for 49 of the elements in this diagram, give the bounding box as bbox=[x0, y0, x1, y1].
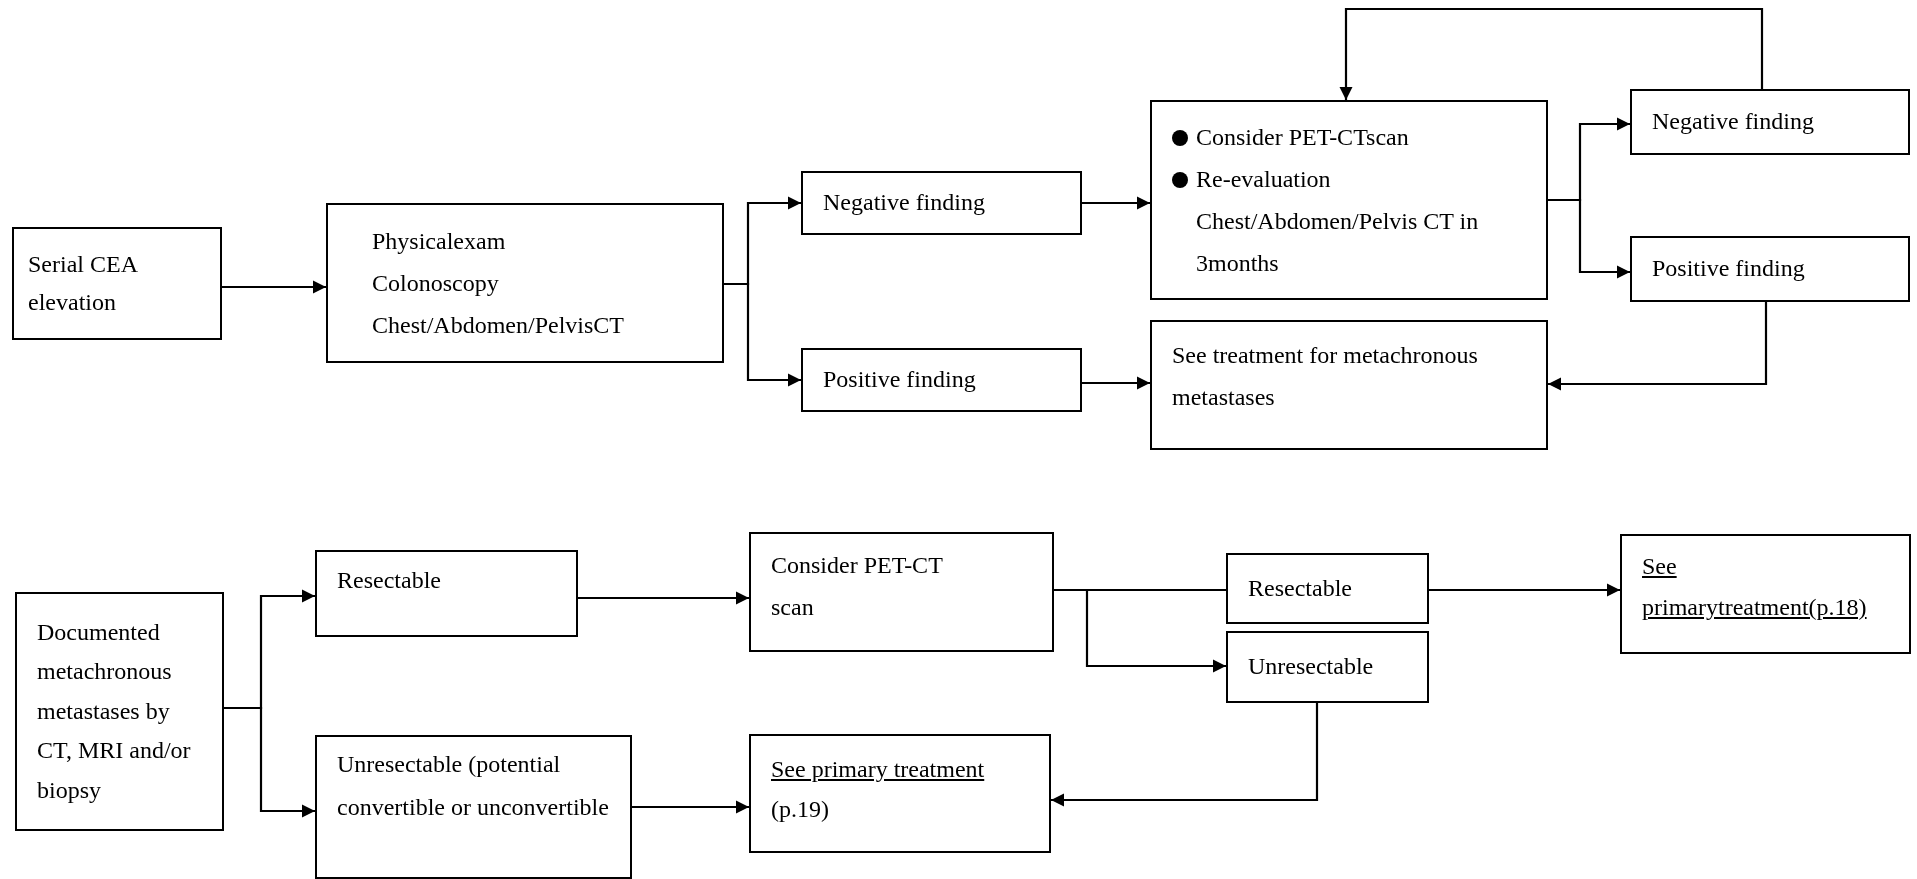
process-box bbox=[315, 735, 632, 879]
box-label: Colonoscopy bbox=[372, 269, 499, 298]
arrow bbox=[1082, 376, 1150, 390]
process-box bbox=[326, 203, 724, 363]
box-label: Physicalexam bbox=[372, 227, 506, 256]
box-label: Documented metachronous metastases by CT, MRI and/or biopsy bbox=[37, 617, 192, 805]
box-label: Serial CEA elevation bbox=[28, 250, 139, 317]
arrow bbox=[632, 800, 749, 814]
process-box bbox=[1226, 631, 1429, 703]
box-label: See treatment for metachronous metastases bbox=[1172, 341, 1479, 412]
process-box bbox=[1630, 89, 1910, 155]
process-box bbox=[801, 348, 1082, 412]
link-text: See primarytreatment(p.18) bbox=[1642, 552, 1868, 622]
bullet-item: Consider PET-CTscan bbox=[1166, 116, 1409, 158]
box-label: Consider PET-CT scan bbox=[771, 551, 944, 622]
arrow bbox=[1548, 302, 1768, 391]
arrow bbox=[222, 280, 326, 294]
arrow bbox=[1339, 7, 1764, 100]
arrow bbox=[1429, 583, 1620, 597]
box-label: Unresectable (potential convertible or unconvertible bbox=[337, 750, 610, 823]
box-label: Negative finding bbox=[1652, 107, 1814, 137]
box-label: Positive finding bbox=[1652, 254, 1805, 284]
process-box bbox=[1150, 320, 1548, 450]
box-label: (p.19) bbox=[771, 794, 829, 824]
process-box bbox=[801, 171, 1082, 235]
arrow bbox=[578, 591, 749, 605]
process-box bbox=[15, 592, 224, 831]
process-box bbox=[1150, 100, 1548, 300]
box-label: Chest/Abdomen/PelvisCT bbox=[372, 311, 624, 340]
arrow bbox=[1051, 703, 1319, 807]
process-box bbox=[749, 734, 1051, 853]
arrow bbox=[1082, 196, 1150, 210]
box-label: Unresectable bbox=[1248, 652, 1374, 682]
arrow bbox=[224, 706, 315, 818]
process-box bbox=[1226, 553, 1429, 624]
bullet-item: Re-evaluation Chest/Abdomen/Pelvis CT in 3months bbox=[1166, 158, 1486, 284]
process-box bbox=[315, 550, 578, 637]
arrow bbox=[1548, 198, 1630, 279]
link-text: See primary treatment bbox=[771, 755, 985, 784]
box-label: Resectable bbox=[337, 566, 441, 595]
arrow bbox=[724, 282, 801, 387]
box-label: Negative finding bbox=[823, 188, 985, 218]
process-box bbox=[1620, 534, 1911, 654]
process-box bbox=[749, 532, 1054, 652]
process-box bbox=[1630, 236, 1910, 302]
box-label: Positive finding bbox=[823, 365, 976, 395]
box-label: Resectable bbox=[1248, 573, 1352, 603]
process-box bbox=[12, 227, 222, 340]
arrow bbox=[1054, 588, 1226, 673]
